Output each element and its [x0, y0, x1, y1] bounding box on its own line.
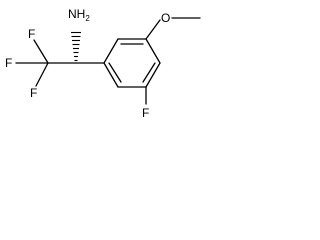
atom-oxygen: O [161, 11, 170, 25]
atom-amine-n: NH2 [68, 7, 90, 23]
atom-fluorine-top: F [28, 27, 35, 41]
atom-fluorine-left: F [5, 56, 12, 70]
bond-ring-oxygen [145, 19, 161, 40]
bond-cf-bottom [35, 62, 49, 87]
atom-fluorine-bottom: F [30, 86, 37, 100]
molecule-diagram: NH2 F F F O F [5, 7, 201, 120]
stereo-hash-wedge [71, 31, 81, 62]
bond-cf-top [33, 39, 49, 64]
atom-fluorine-ring: F [142, 106, 149, 120]
benzene-ring [103, 38, 161, 88]
